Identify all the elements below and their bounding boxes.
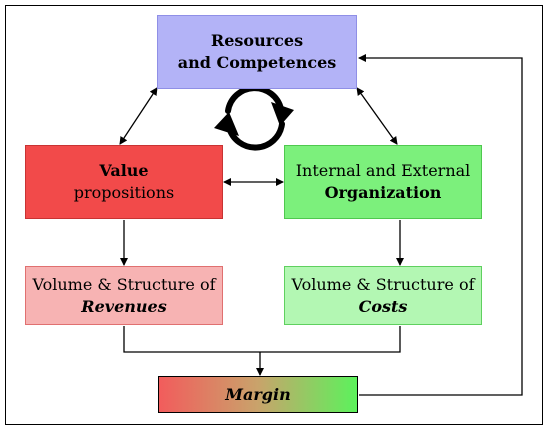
- revenues-line2: Revenues: [81, 296, 167, 316]
- value-line2: propositions: [73, 183, 175, 202]
- margin-label: Margin: [225, 384, 291, 404]
- resources-line2: and Competences: [177, 53, 337, 72]
- circular-arrows-icon: [214, 85, 294, 151]
- arrow-resources-value: [119, 87, 158, 145]
- organization-box: Internal and External Organization: [284, 145, 482, 219]
- revenues-line1: Volume & Structure of: [32, 274, 216, 294]
- resources-line1: Resources: [210, 31, 304, 50]
- value-propositions-box: Value propositions: [25, 145, 223, 219]
- arrow-margin-feedback: [358, 54, 523, 396]
- organization-line2: Organization: [324, 183, 442, 202]
- resources-box: Resources and Competences: [157, 15, 357, 89]
- costs-line1: Volume & Structure of: [291, 274, 475, 294]
- connector-revenues-costs-join: [123, 326, 401, 353]
- arrow-resources-organization: [356, 87, 398, 145]
- costs-box: Volume & Structure of Costs: [284, 266, 482, 325]
- organization-line1: Internal and External: [295, 161, 471, 180]
- value-line1: Value: [99, 161, 149, 180]
- revenues-box: Volume & Structure of Revenues: [25, 266, 223, 325]
- costs-line2: Costs: [358, 296, 408, 316]
- margin-box: Margin: [158, 376, 358, 413]
